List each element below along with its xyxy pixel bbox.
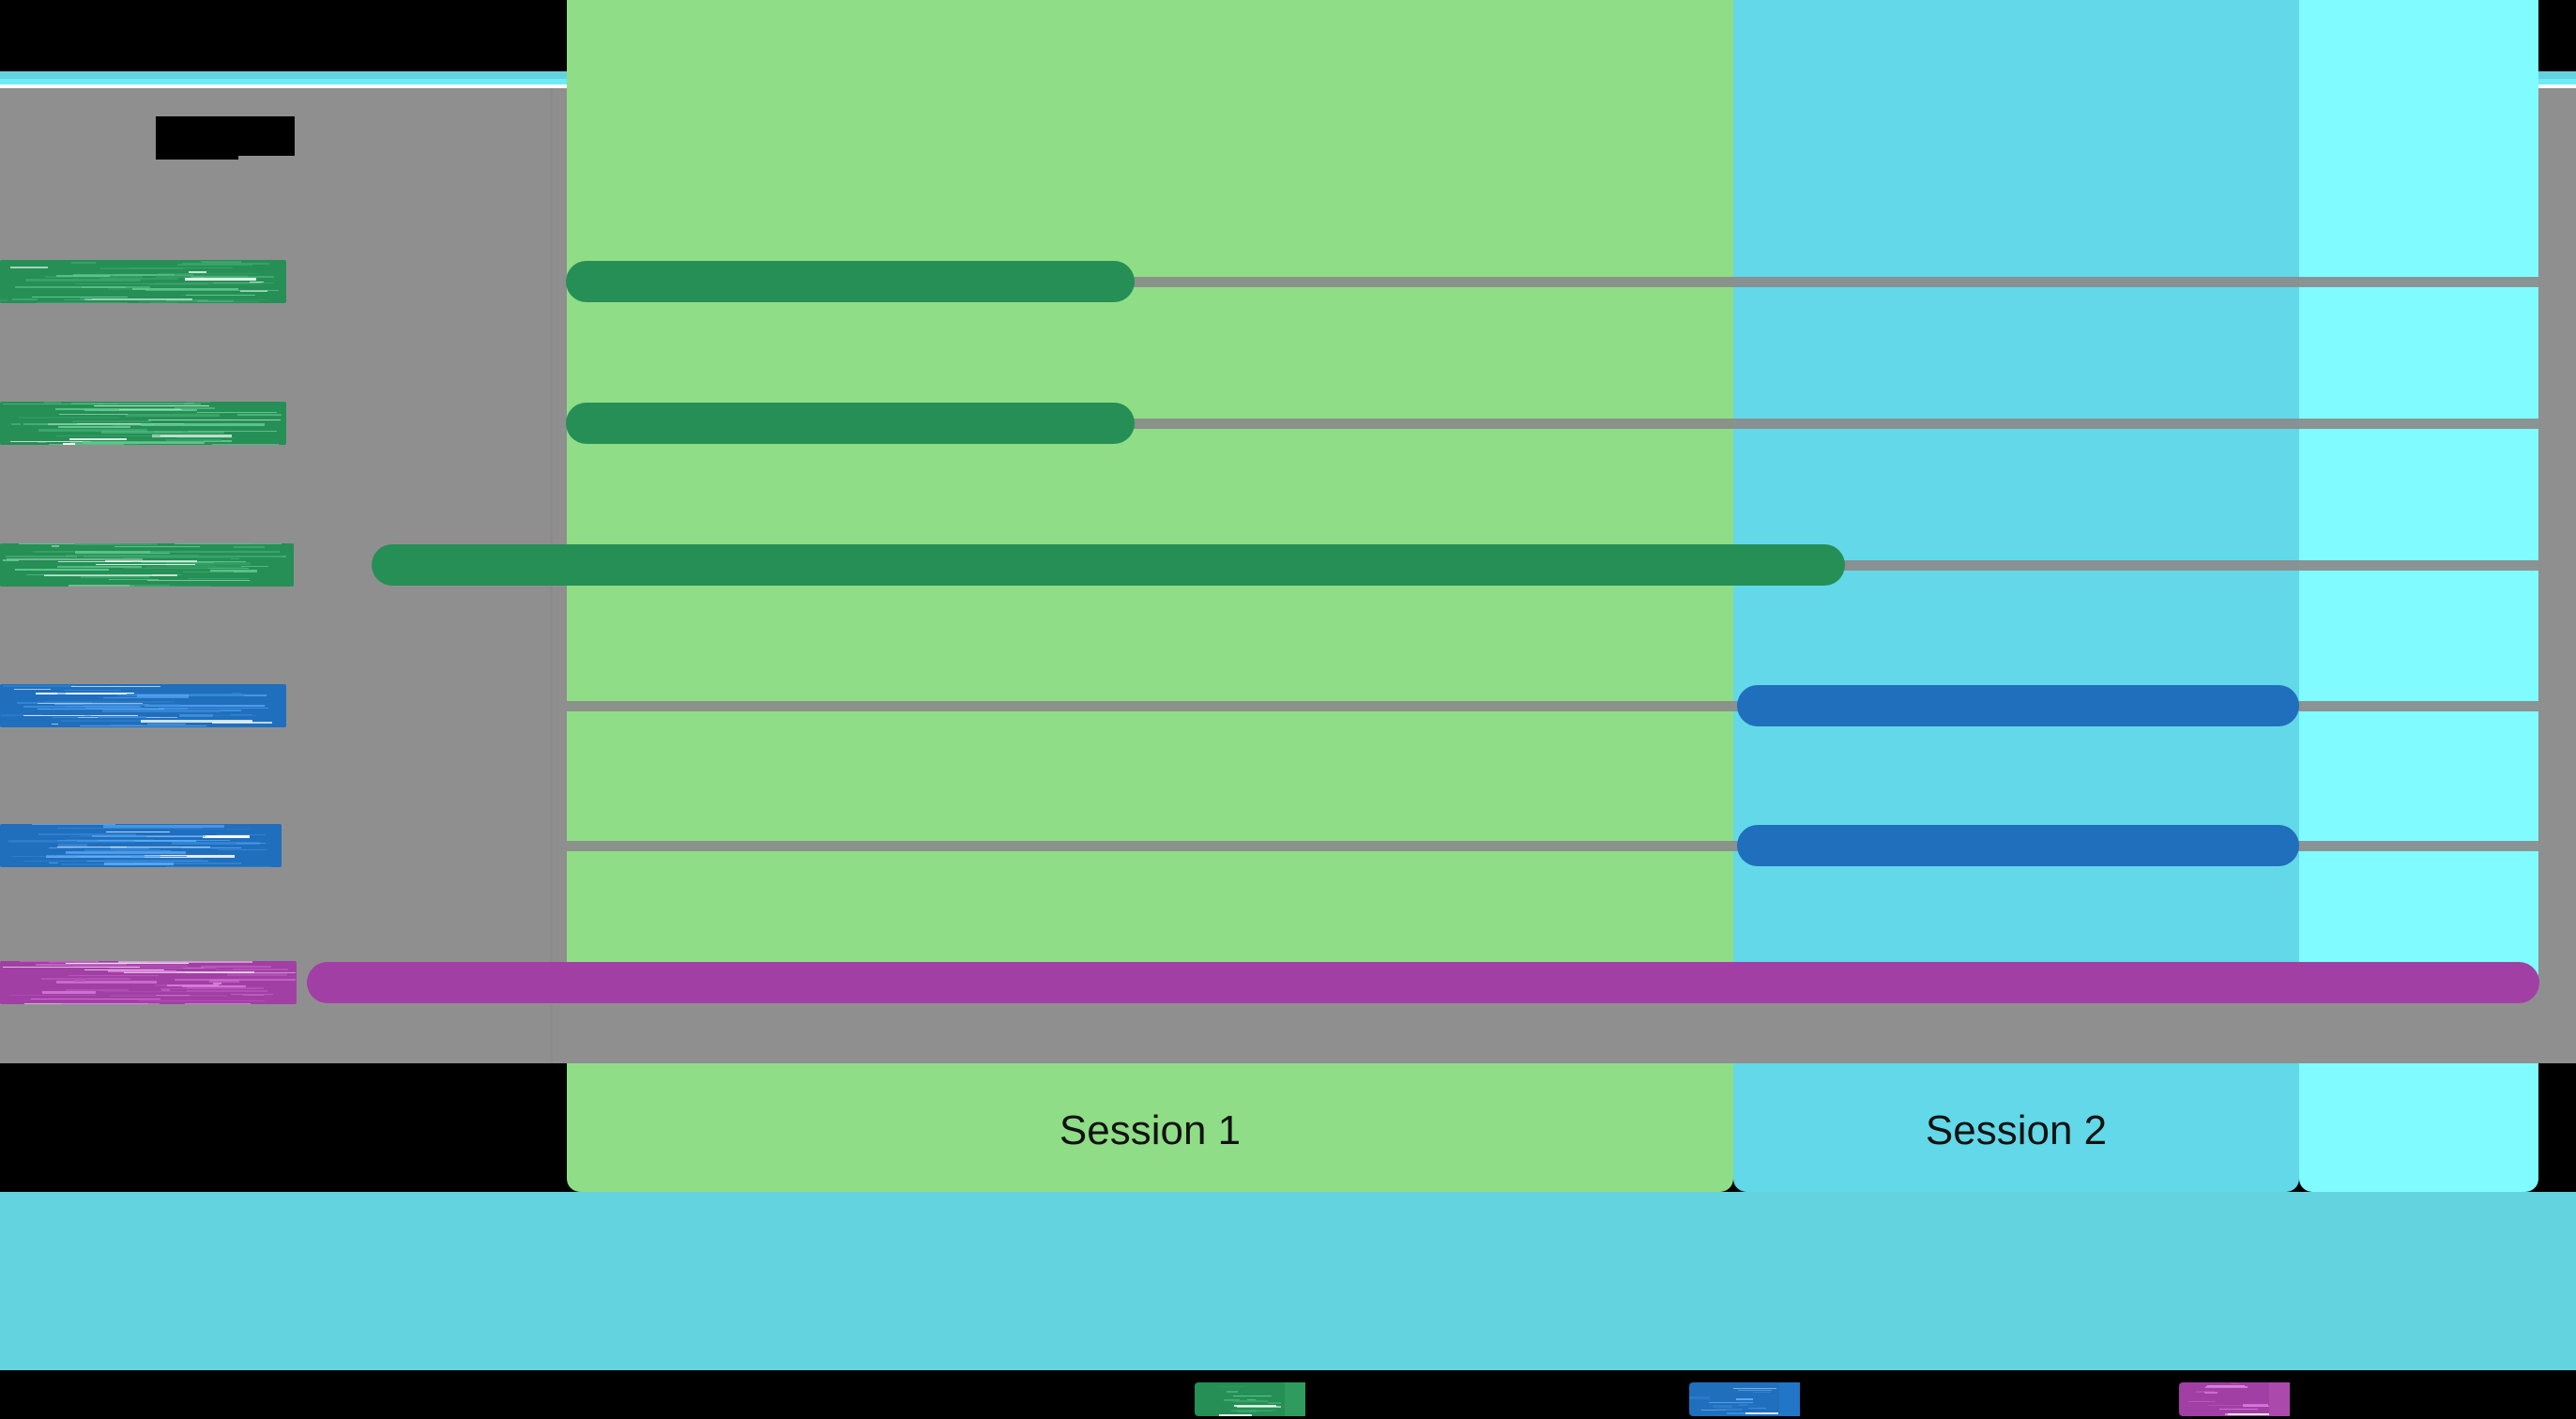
session-2-label: Session 2 bbox=[1925, 1107, 2108, 1153]
gantt-bar-row-4[interactable] bbox=[1737, 825, 2299, 866]
page-title-redacted bbox=[156, 116, 295, 156]
gantt-bar-row-1[interactable] bbox=[566, 403, 1135, 444]
footer-panel bbox=[0, 1192, 2576, 1370]
legend-green-swatch bbox=[1195, 1382, 1288, 1416]
session-shelf-3 bbox=[2299, 1063, 2538, 1192]
legend-blue-swatch-tail bbox=[1779, 1382, 1800, 1416]
row-label-5 bbox=[0, 961, 297, 1004]
gantt-bar-row-3[interactable] bbox=[1737, 685, 2299, 726]
row-label-3 bbox=[0, 684, 286, 727]
legend-item-2[interactable] bbox=[2179, 1382, 2376, 1418]
gridline-row-3 bbox=[567, 701, 2538, 711]
row-label-2 bbox=[0, 543, 294, 587]
legend-magenta-swatch-tail bbox=[2269, 1382, 2290, 1416]
gridline-row-0 bbox=[567, 277, 2538, 287]
legend-green-swatch-tail bbox=[1285, 1382, 1305, 1416]
legend-blue-swatch bbox=[1689, 1382, 1783, 1416]
legend-item-1[interactable] bbox=[1689, 1382, 1886, 1418]
gantt-bar-row-2[interactable] bbox=[372, 544, 1845, 586]
legend-magenta-swatch bbox=[2179, 1382, 2273, 1416]
legend-item-0[interactable] bbox=[1195, 1382, 1392, 1418]
session-band-1 bbox=[567, 0, 1733, 975]
session-shelf-1 bbox=[567, 1063, 1733, 1192]
gantt-bar-row-0[interactable] bbox=[566, 261, 1135, 302]
session-band-3 bbox=[2299, 0, 2538, 975]
right-edge-sliver bbox=[2538, 88, 2576, 1063]
gridline-row-4 bbox=[567, 841, 2538, 851]
session-band-2 bbox=[1733, 0, 2299, 975]
row-label-4 bbox=[0, 824, 282, 867]
row-label-0 bbox=[0, 260, 286, 303]
session-shelf-2 bbox=[1733, 1063, 2299, 1192]
gridline-row-1 bbox=[567, 419, 2538, 429]
session-1-label: Session 1 bbox=[1059, 1107, 1242, 1153]
page-title-underline bbox=[156, 156, 238, 160]
gantt-bar-row-5[interactable] bbox=[307, 962, 2539, 1003]
row-label-1 bbox=[0, 402, 286, 445]
